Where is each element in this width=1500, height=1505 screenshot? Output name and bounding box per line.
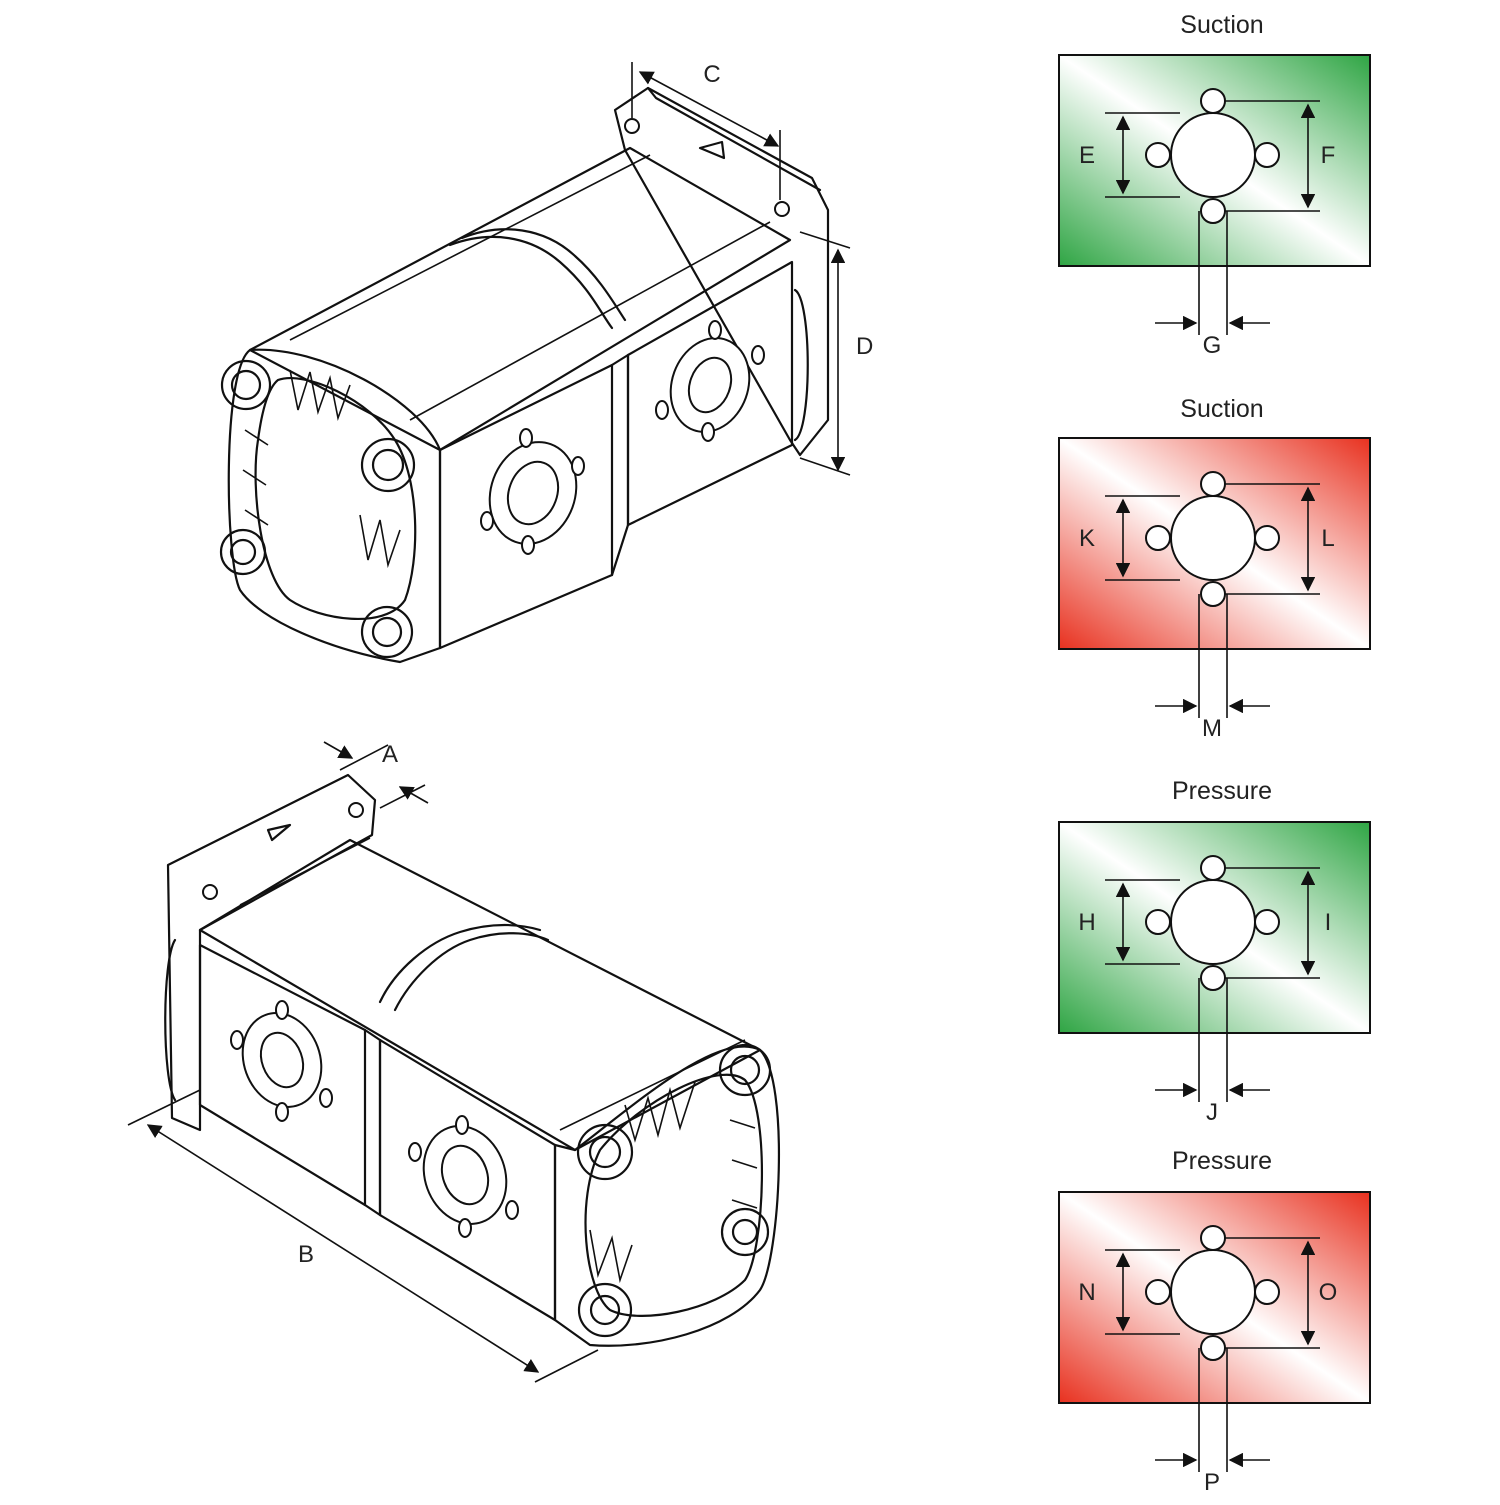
right-dim-label: O (1319, 1279, 1338, 1306)
dim-a-label: A (382, 741, 398, 768)
flange-bolt-hole (202, 884, 218, 900)
flange-bolt-hole (774, 201, 790, 217)
left-dim-label: N (1078, 1279, 1095, 1306)
right-dim-label: L (1321, 525, 1334, 552)
bolt-hole (1145, 909, 1171, 935)
bolt-hole (1254, 525, 1280, 551)
port-bore (1170, 112, 1256, 198)
dim-b-label: B (298, 1241, 314, 1268)
bolt-hole (1145, 525, 1171, 551)
hex-nut (718, 1043, 772, 1097)
bolt-hole (1200, 198, 1226, 224)
port-bore (1170, 495, 1256, 581)
port-bore (1170, 1249, 1256, 1335)
flange-bolt-hole (624, 118, 640, 134)
hex-nut (220, 359, 272, 411)
bottom-dim-label: P (1204, 1469, 1220, 1496)
pump-bottom-view: A B (127, 741, 781, 1383)
front-port-flange (230, 1000, 333, 1122)
hex-nut (577, 1282, 633, 1338)
front-port-flange (480, 428, 585, 555)
port-panel-title: Pressure (1172, 777, 1272, 805)
bolt-hole (1200, 88, 1226, 114)
pump-top-surface (248, 146, 792, 452)
bottom-dim-label: M (1202, 715, 1222, 742)
bottom-dim-label: G (1203, 332, 1222, 359)
hex-nut (360, 437, 416, 493)
hex-nut (576, 1123, 634, 1181)
dim-c-label: C (703, 61, 720, 88)
bolt-hole (1200, 471, 1226, 497)
right-dim-label: F (1321, 142, 1336, 169)
bolt-hole (1254, 909, 1280, 935)
hex-nut (219, 528, 267, 576)
end-cover (227, 348, 442, 664)
rear-port-flange (655, 320, 765, 442)
flange-bolt-hole (348, 802, 364, 818)
bolt-hole (1200, 965, 1226, 991)
left-dim-label: K (1079, 525, 1095, 552)
port-panel-title: Suction (1180, 11, 1263, 39)
bolt-hole (1200, 855, 1226, 881)
bolt-hole (1145, 1279, 1171, 1305)
pump-top-view: C D (219, 61, 873, 664)
right-dim-label: I (1325, 909, 1332, 936)
left-dim-label: H (1078, 909, 1095, 936)
hex-nut (720, 1207, 770, 1257)
port-panel-title: Pressure (1172, 1147, 1272, 1175)
rear-port-flange (408, 1115, 519, 1238)
bolt-hole (1254, 1279, 1280, 1305)
bolt-hole (1145, 142, 1171, 168)
left-dim-label: E (1079, 142, 1095, 169)
bottom-dim-label: J (1206, 1099, 1218, 1126)
dim-d-label: D (856, 333, 873, 360)
bolt-hole (1200, 1225, 1226, 1251)
bolt-hole (1200, 1335, 1226, 1361)
bolt-hole (1254, 142, 1280, 168)
bolt-hole (1200, 581, 1226, 607)
port-panel-title: Suction (1180, 395, 1263, 423)
port-bore (1170, 879, 1256, 965)
hex-nut (360, 605, 414, 659)
end-cover (553, 1045, 781, 1347)
mounting-flange (166, 773, 377, 1132)
